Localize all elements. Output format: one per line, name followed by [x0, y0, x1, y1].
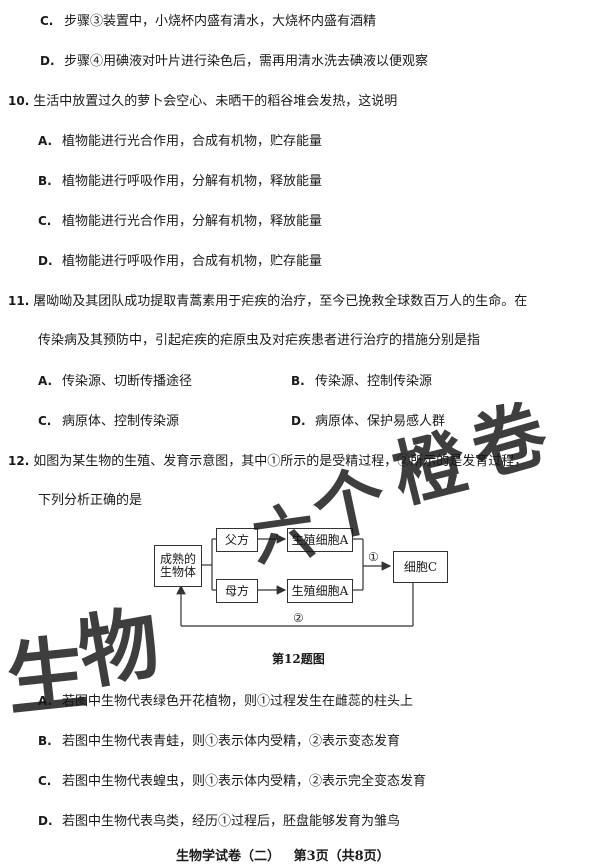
q10-option-a: A. 植物能进行光合作用，合成有机物，贮存能量	[38, 133, 322, 150]
q9-option-d: D. 步骤④用碘液对叶片进行染色后，需再用清水洗去碘液以便观察	[40, 53, 428, 70]
q10-option-c: C. 植物能进行光合作用，分解有机物，释放能量	[38, 213, 322, 230]
option-label: D.	[38, 254, 53, 268]
option-text: 若图中生物代表蝗虫，则①表示体内受精，②表示完全变态发育	[62, 774, 427, 789]
option-label: D.	[38, 814, 53, 828]
figure-caption: 第12题图	[272, 652, 325, 666]
mother-box: 母方	[216, 579, 258, 603]
option-label: D.	[291, 414, 306, 428]
question-text: 如图为某生物的生殖、发育示意图，其中①所示的是受精过程，②所示的是发育过程，	[33, 454, 528, 469]
footer-subject: 生物学试卷（二）	[176, 849, 281, 864]
question-number: 10.	[8, 94, 30, 108]
page-footer: 生物学试卷（二） 第3页（共8页）	[176, 845, 390, 864]
option-label: B.	[38, 174, 52, 188]
gamete-a-top-box: 生殖细胞A	[287, 528, 353, 552]
footer-page-number: 第3页（共8页）	[293, 849, 390, 864]
option-text: 植物能进行光合作用，分解有机物，释放能量	[62, 214, 323, 229]
option-label: C.	[40, 14, 54, 28]
option-text: 若图中生物代表绿色开花植物，则①过程发生在雌蕊的柱头上	[62, 694, 414, 709]
question-text: 屠呦呦及其团队成功提取青蒿素用于疟疾的治疗，至今已挽救全球数百万人的生命。在	[33, 294, 528, 309]
q12-option-c: C. 若图中生物代表蝗虫，则①表示体内受精，②表示完全变态发育	[38, 773, 426, 790]
marker-development: ②	[293, 611, 304, 625]
q12-option-a: A. 若图中生物代表绿色开花植物，则①过程发生在雌蕊的柱头上	[38, 693, 413, 710]
q11-options-row1: A. 传染源、切断传播途径 B. 传染源、控制传染源	[38, 373, 598, 390]
q11-option-a: A. 传染源、切断传播途径	[38, 374, 192, 389]
option-text: 植物能进行光合作用，合成有机物，贮存能量	[62, 134, 323, 149]
q10-stem: 10.生活中放置过久的萝卜会空心、未晒干的稻谷堆会发热，这说明	[8, 93, 397, 110]
q12-stem-line1: 12.如图为某生物的生殖、发育示意图，其中①所示的是受精过程，②所示的是发育过程…	[8, 453, 527, 470]
cell-c-box: 细胞C	[393, 551, 448, 583]
gamete-a-bottom-box: 生殖细胞A	[287, 579, 353, 603]
marker-fertilization: ①	[368, 550, 379, 564]
q10-option-b: B. 植物能进行呼吸作用，分解有机物，释放能量	[38, 173, 322, 190]
q11-option-c: C. 病原体、控制传染源	[38, 414, 179, 429]
option-text: 若图中生物代表鸟类，经历①过程后，胚盘能够发育为雏鸟	[62, 814, 401, 829]
q12-option-d: D. 若图中生物代表鸟类，经历①过程后，胚盘能够发育为雏鸟	[38, 813, 400, 830]
q11-options-row2: C. 病原体、控制传染源 D. 病原体、保护易感人群	[38, 413, 598, 430]
option-text: 植物能进行呼吸作用，合成有机物，贮存能量	[62, 254, 323, 269]
option-text: 传染源、切断传播途径	[62, 374, 193, 389]
option-text: 步骤③装置中，小烧杯内盛有清水，大烧杯内盛有酒精	[64, 14, 377, 29]
q10-option-d: D. 植物能进行呼吸作用，合成有机物，贮存能量	[38, 253, 322, 270]
option-label: D.	[40, 54, 55, 68]
option-label: B.	[38, 734, 52, 748]
option-label: B.	[291, 374, 305, 388]
q11-stem-line1: 11.屠呦呦及其团队成功提取青蒿素用于疟疾的治疗，至今已挽救全球数百万人的生命。…	[8, 293, 527, 310]
question-number: 11.	[8, 294, 30, 308]
option-text: 步骤④用碘液对叶片进行染色后，需再用清水洗去碘液以便观察	[64, 54, 429, 69]
father-box: 父方	[216, 528, 258, 552]
option-text: 病原体、控制传染源	[62, 414, 180, 429]
question-text: 生活中放置过久的萝卜会空心、未晒干的稻谷堆会发热，这说明	[33, 94, 398, 109]
q12-option-b: B. 若图中生物代表青蛙，则①表示体内受精，②表示变态发育	[38, 733, 400, 750]
option-text: 植物能进行呼吸作用，分解有机物，释放能量	[62, 174, 323, 189]
option-label: A.	[38, 134, 53, 148]
adult-organism-box: 成熟的生物体	[154, 545, 202, 587]
option-label: C.	[38, 414, 52, 428]
option-label: C.	[38, 774, 52, 788]
question-number: 12.	[8, 454, 30, 468]
option-label: A.	[38, 694, 53, 708]
option-text: 若图中生物代表青蛙，则①表示体内受精，②表示变态发育	[62, 734, 401, 749]
option-text: 病原体、保护易感人群	[315, 414, 446, 429]
option-label: A.	[38, 374, 53, 388]
q11-option-d: D. 病原体、保护易感人群	[291, 413, 445, 430]
option-text: 传染源、控制传染源	[315, 374, 433, 389]
option-label: C.	[38, 214, 52, 228]
q9-option-c: C. 步骤③装置中，小烧杯内盛有清水，大烧杯内盛有酒精	[40, 13, 376, 30]
q11-stem-line2: 传染病及其预防中，引起疟疾的疟原虫及对疟疾患者进行治疗的措施分别是指	[38, 333, 481, 348]
q12-stem-line2: 下列分析正确的是	[38, 493, 143, 508]
q11-option-b: B. 传染源、控制传染源	[291, 373, 432, 390]
